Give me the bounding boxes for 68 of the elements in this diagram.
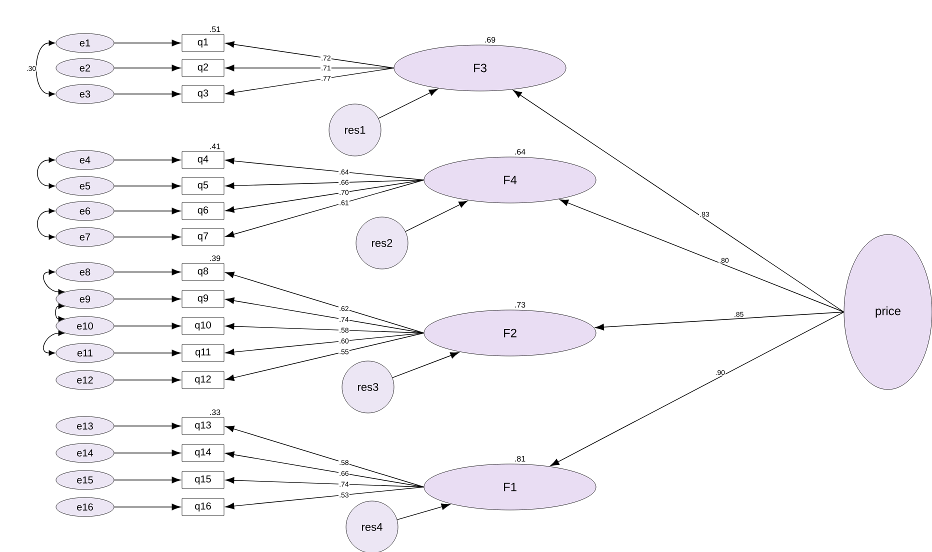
arrow [595, 312, 844, 330]
indicator-box: q10 [182, 317, 224, 335]
indicator-box: q15 [182, 471, 224, 489]
r-squared-label: .41 [210, 144, 220, 150]
arrow [225, 272, 424, 334]
arrow [225, 180, 424, 238]
arrow [43, 269, 64, 295]
indicator-box: q13 [182, 417, 224, 435]
arrow [114, 296, 181, 302]
arrow [114, 64, 181, 72]
r-squared-label: .69 [485, 36, 496, 43]
arrow [560, 199, 844, 312]
arrow [114, 322, 181, 330]
indicator-box: q9 [182, 290, 224, 308]
arrow [392, 352, 460, 378]
indicator-box: q12 [182, 371, 224, 389]
arrow [55, 303, 64, 322]
indicator-box: q5 [182, 177, 224, 195]
r-squared-label: .39 [210, 255, 220, 262]
indicator-box: q14 [182, 444, 224, 462]
arrow [225, 486, 424, 510]
arrow [225, 477, 424, 488]
arrow [37, 208, 55, 240]
arrow [36, 40, 55, 97]
r-squared-label: .33 [210, 409, 220, 416]
arrow [114, 156, 181, 164]
arrow [114, 450, 181, 456]
arrow [225, 451, 424, 488]
arrow [405, 200, 468, 232]
indicator-box: q16 [182, 498, 224, 516]
arrow [114, 268, 181, 276]
arrow [225, 332, 424, 356]
indicator-box: q2 [182, 59, 224, 77]
indicator-box: q11 [182, 344, 224, 362]
indicator-box: q8 [182, 263, 224, 281]
arrow [114, 350, 181, 356]
indicator-box: q1 [182, 34, 224, 52]
arrow [114, 504, 181, 510]
arrow [225, 426, 424, 488]
arrow [550, 312, 844, 466]
arrow [225, 323, 424, 334]
arrow [43, 330, 64, 356]
indicator-box: q7 [182, 228, 224, 246]
arrow [114, 476, 181, 484]
arrow [114, 234, 181, 240]
r-squared-label: .64 [515, 148, 526, 155]
arrow [114, 208, 181, 214]
arrow [37, 157, 55, 189]
indicator-box: q4 [182, 151, 224, 169]
indicator-box: q3 [182, 85, 224, 103]
arrow [114, 376, 181, 384]
arrow [513, 90, 844, 312]
r-squared-label: .51 [210, 26, 220, 32]
arrow [225, 297, 424, 334]
arrow [114, 90, 181, 98]
r-squared-label: .81 [515, 456, 526, 462]
arrow [225, 332, 424, 381]
arrow [114, 182, 181, 190]
arrow [225, 180, 424, 189]
r-squared-label: .73 [515, 302, 526, 308]
arrow [225, 68, 394, 96]
arrow [114, 40, 181, 46]
indicator-box: q6 [182, 202, 224, 220]
arrow [396, 504, 450, 520]
arrow [114, 422, 181, 430]
arrow [225, 64, 394, 72]
arrow [378, 88, 438, 119]
arrow [225, 180, 424, 213]
